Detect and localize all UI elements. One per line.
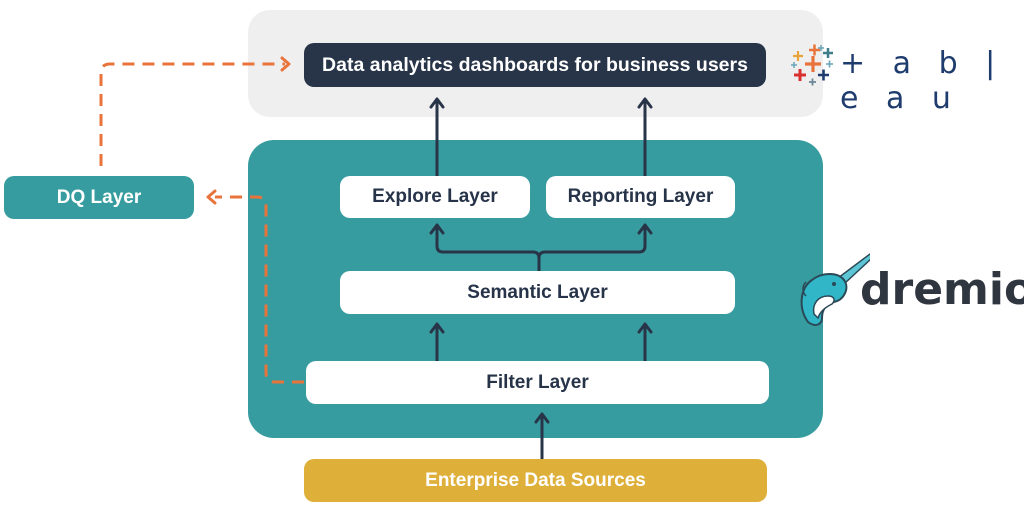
filter-layer-node: Filter Layer [306, 361, 769, 404]
dq-layer-label: DQ Layer [56, 186, 142, 208]
explore-layer-node: Explore Layer [340, 176, 530, 218]
enterprise-sources-label: Enterprise Data Sources [425, 469, 646, 491]
tableau-logo: + a b | e a u [790, 42, 1020, 116]
tableau-cross-icon [791, 44, 833, 86]
arrow-filter-to-semantic-right [637, 322, 653, 361]
explore-layer-label: Explore Layer [372, 186, 498, 207]
dq-layer-node: DQ Layer [4, 176, 194, 219]
arrow-semantic-to-explore-reporting [429, 223, 653, 271]
enterprise-sources-node: Enterprise Data Sources [304, 459, 767, 502]
dashed-arrow-filter-to-dq [206, 189, 304, 384]
narwhal-icon [800, 253, 870, 326]
arrow-sources-to-filter [534, 412, 550, 459]
arrow-filter-to-semantic-left [429, 322, 445, 361]
reporting-layer-node: Reporting Layer [546, 176, 735, 218]
tableau-wordmark: + a b | e a u [840, 46, 1005, 116]
dashboards-node: Data analytics dashboards for business u… [304, 43, 766, 87]
dashboards-label: Data analytics dashboards for business u… [322, 53, 748, 76]
reporting-layer-label: Reporting Layer [567, 186, 714, 207]
arrow-explore-to-dashboards [429, 97, 445, 176]
semantic-layer-label: Semantic Layer [467, 281, 608, 303]
dremio-wordmark: dremio [860, 264, 1024, 315]
arrow-reporting-to-dashboards [637, 97, 653, 176]
dashed-arrow-dq-to-dashboards [99, 56, 291, 166]
semantic-layer-node: Semantic Layer [340, 271, 735, 314]
dremio-logo: dremio [798, 252, 1024, 332]
filter-layer-label: Filter Layer [486, 371, 589, 393]
